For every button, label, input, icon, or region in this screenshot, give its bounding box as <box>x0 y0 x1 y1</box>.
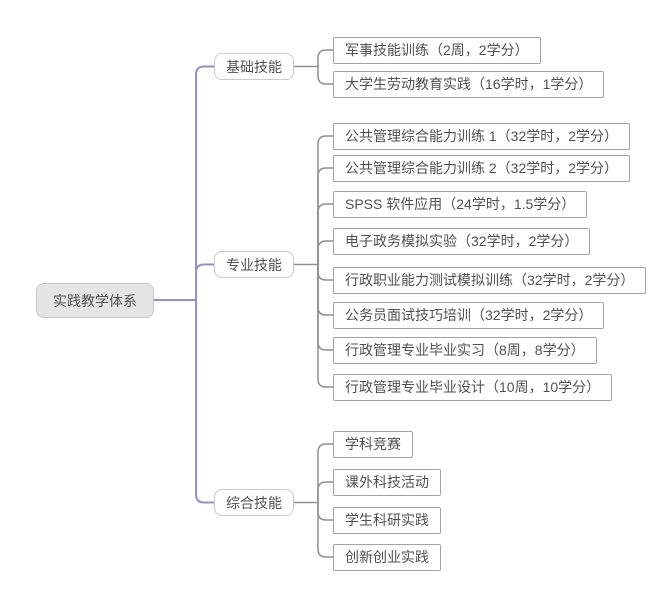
comprehensive-leaf-connector <box>317 481 334 504</box>
professional-leaf-connector <box>317 240 334 266</box>
branch-node-professional-skills[interactable]: 专业技能 <box>214 251 294 278</box>
leaf-node-extracurricular-scitech-activities[interactable]: 课外科技活动 <box>333 468 441 496</box>
branch-node-basic-skills[interactable]: 基础技能 <box>214 53 294 80</box>
leaf-node-public-mgmt-training-2[interactable]: 公共管理综合能力训练 2（32学时，2学分） <box>333 154 631 182</box>
comprehensive-leaf-connector <box>317 501 334 558</box>
leaf-node-military-skills-training[interactable]: 军事技能训练（2周，2学分） <box>333 36 541 64</box>
leaf-node-student-research-practice[interactable]: 学生科研实践 <box>333 506 441 534</box>
leaf-node-public-mgmt-training-1[interactable]: 公共管理综合能力训练 1（32学时，2学分） <box>333 122 631 150</box>
professional-leaf-connector <box>317 263 334 388</box>
leaf-node-egovernment-simulation[interactable]: 电子政务模拟实验（32学时，2学分） <box>333 227 591 255</box>
root-to-professional-connector <box>195 263 215 301</box>
basic-leaf-connector <box>317 65 334 85</box>
comprehensive-leaf-connector <box>317 501 334 521</box>
leaf-node-subject-competition[interactable]: 学科竞赛 <box>333 430 413 458</box>
leaf-node-graduation-internship[interactable]: 行政管理专业毕业实习（8周，8学分） <box>333 336 597 364</box>
root-to-comprehensive-connector <box>195 299 215 504</box>
root-to-basic-connector <box>195 65 215 301</box>
professional-leaf-connector <box>317 263 334 281</box>
professional-leaf-connector <box>317 203 334 266</box>
professional-leaf-connector <box>317 263 334 316</box>
leaf-node-spss-software-application[interactable]: SPSS 软件应用（24学时，1.5学分） <box>333 190 588 218</box>
leaf-node-graduation-design[interactable]: 行政管理专业毕业设计（10周，10学分） <box>333 373 613 401</box>
comprehensive-leaf-connector <box>317 443 334 504</box>
leaf-node-civil-servant-interview-training[interactable]: 公务员面试技巧培训（32学时，2学分） <box>333 301 605 329</box>
basic-leaf-connector <box>317 49 334 68</box>
branch-node-comprehensive-skills[interactable]: 综合技能 <box>214 489 294 516</box>
leaf-node-civil-service-aptitude-test-training[interactable]: 行政职业能力测试模拟训练（32学时，2学分） <box>333 266 647 294</box>
leaf-node-labor-education-practice[interactable]: 大学生劳动教育实践（16学时，1学分） <box>333 70 605 98</box>
root-node[interactable]: 实践教学体系 <box>36 283 154 318</box>
professional-leaf-connector <box>317 167 334 266</box>
professional-leaf-connector <box>317 135 334 266</box>
leaf-node-innovation-entrepreneurship-practice[interactable]: 创新创业实践 <box>333 543 441 571</box>
